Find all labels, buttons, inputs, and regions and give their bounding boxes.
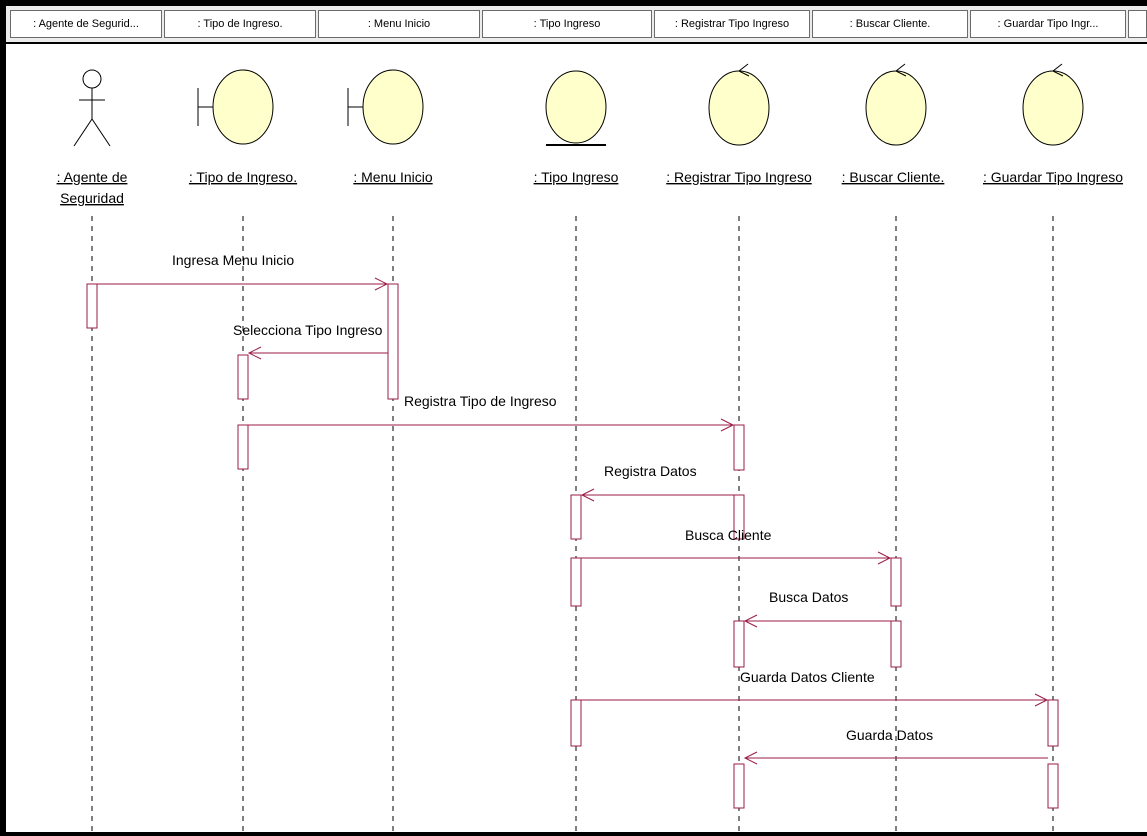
header-cell-guardar-tipo-ingreso[interactable]: : Guardar Tipo Ingr... <box>970 10 1126 38</box>
lifeline-header-bar: : Agente de Segurid... : Tipo de Ingreso… <box>6 6 1147 44</box>
boundary-icon[interactable] <box>347 69 424 145</box>
message-label: Busca Datos <box>769 589 848 605</box>
message-arrow[interactable] <box>248 418 735 432</box>
lifeline-label: : Tipo Ingreso <box>534 169 619 185</box>
lifeline-label: : Tipo de Ingreso. <box>189 169 297 185</box>
actor-icon[interactable] <box>73 69 111 147</box>
lifeline-label: : Registrar Tipo Ingreso <box>666 169 812 185</box>
activation-box <box>1047 763 1059 809</box>
message-label: Guarda Datos <box>846 727 933 743</box>
lifeline-labels: : Agente de Seguridad : Tipo de Ingreso.… <box>57 169 1124 206</box>
activation-box <box>1047 699 1059 747</box>
message-arrow[interactable] <box>581 693 1049 707</box>
control-icon[interactable] <box>1022 63 1084 146</box>
boundary-icon[interactable] <box>197 69 274 145</box>
header-cell-tipo-de-ingreso[interactable]: : Tipo de Ingreso. <box>164 10 316 38</box>
activation-box <box>733 620 745 668</box>
message-label: Selecciona Tipo Ingreso <box>233 322 383 338</box>
header-cell-buscar-cliente[interactable]: : Buscar Cliente. <box>812 10 968 38</box>
message-arrow[interactable] <box>247 346 388 360</box>
activation-box <box>387 283 399 400</box>
message-label: Registra Tipo de Ingreso <box>404 393 557 409</box>
message-labels: Ingresa Menu Inicio Selecciona Tipo Ingr… <box>172 252 933 743</box>
activation-box <box>570 699 582 747</box>
message-arrow[interactable] <box>581 551 892 565</box>
message-label: Guarda Datos Cliente <box>740 669 875 685</box>
control-icon[interactable] <box>865 63 927 146</box>
lifeline-label: : Guardar Tipo Ingreso <box>983 169 1123 185</box>
message-label: Busca Cliente <box>685 527 772 543</box>
activation-box <box>237 354 249 400</box>
header-cell-registrar-tipo-ingreso[interactable]: : Registrar Tipo Ingreso <box>654 10 810 38</box>
lifeline-label: : Agente de <box>57 169 128 185</box>
activation-box <box>237 424 249 470</box>
lifeline-label: : Buscar Cliente. <box>842 169 945 185</box>
activation-box <box>733 763 745 809</box>
header-cell-menu-inicio[interactable]: : Menu Inicio <box>318 10 480 38</box>
activation-boxes <box>86 283 1059 809</box>
activation-box <box>733 494 745 540</box>
lifeline-label: : Menu Inicio <box>353 169 433 185</box>
message-arrow[interactable] <box>743 751 1048 765</box>
message-label: Ingresa Menu Inicio <box>172 252 294 268</box>
entity-icon[interactable] <box>545 70 607 146</box>
message-arrow[interactable] <box>580 488 734 502</box>
activation-box <box>890 620 902 668</box>
message-arrow[interactable] <box>97 277 389 291</box>
activation-box <box>86 283 98 329</box>
activation-box <box>890 557 902 607</box>
lifeline-label: Seguridad <box>60 190 124 206</box>
activation-box <box>733 424 745 471</box>
header-cell-agente[interactable]: : Agente de Segurid... <box>10 10 162 38</box>
control-icon[interactable] <box>708 63 770 146</box>
message-label: Registra Datos <box>604 463 697 479</box>
activation-box <box>570 494 582 540</box>
activation-box <box>570 557 582 607</box>
header-cell-tipo-ingreso[interactable]: : Tipo Ingreso <box>482 10 652 38</box>
message-arrow[interactable] <box>743 614 891 628</box>
